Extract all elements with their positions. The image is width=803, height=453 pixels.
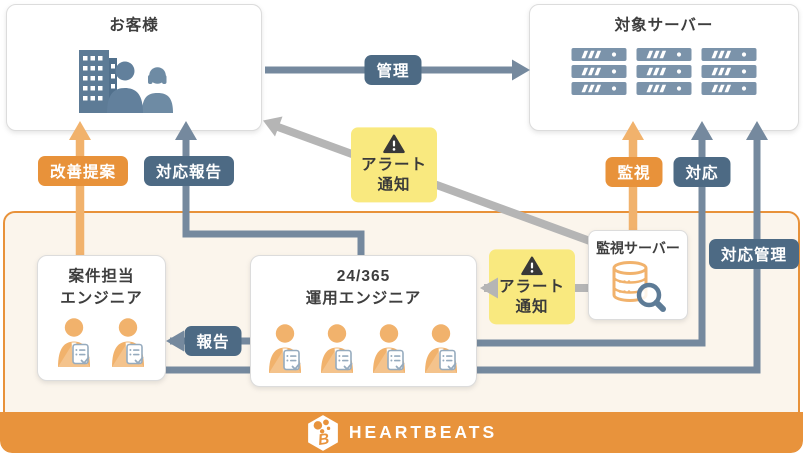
project-engineers-box: 案件担当 エンジニア: [37, 255, 166, 381]
magnifier-icon: [636, 282, 662, 308]
project-engineers-title-line1: 案件担当: [68, 268, 135, 285]
footer-bar: B HEARTBEATS: [0, 412, 803, 453]
engineer-person-icon: [268, 324, 301, 373]
response-report-label: 対応報告: [143, 156, 235, 186]
alert-note-to-customer: アラート 通知: [350, 127, 438, 203]
project-engineers-title-line2: エンジニア: [60, 289, 143, 307]
project-engineers-title: 案件担当 エンジニア: [38, 266, 165, 309]
male-person-silhouette: [107, 61, 143, 113]
alert-text-line1: アラート: [498, 278, 566, 296]
engineer-person-icon: [372, 324, 405, 373]
report-label: 報告: [184, 326, 242, 356]
alert-text-line1: アラート: [360, 156, 428, 174]
building-people-icon: [79, 50, 173, 113]
server-icon: [571, 65, 627, 78]
alert-to-customer-arrowhead: [263, 116, 283, 137]
monitoring-server-title: 監視サーバー: [596, 240, 680, 256]
checklist-icon: [71, 343, 89, 365]
alert-note-to-ops: アラート 通知: [488, 249, 576, 325]
customer-title: お客様: [109, 17, 159, 34]
monitoring-server-box: 監視サーバー: [588, 230, 688, 320]
brand-name: HEARTBEATS: [348, 422, 498, 442]
server-icon: [571, 48, 627, 61]
target-servers-title: 対象サーバー: [614, 17, 714, 34]
checklist-icon: [438, 349, 456, 371]
server-grid: [571, 48, 757, 95]
response-label: 対応: [673, 157, 731, 187]
server-icon: [636, 48, 692, 61]
ops-engineers-box: 24/365 運用エンジニア: [250, 255, 477, 387]
project-engineers-people: [55, 317, 149, 367]
alert-text-line2: 通知: [515, 298, 549, 316]
engineer-person-icon: [320, 324, 353, 373]
customer-box: お客様: [6, 4, 262, 131]
female-person-silhouette: [142, 67, 173, 113]
checklist-icon: [386, 349, 404, 371]
engineer-person-icon: [111, 318, 144, 367]
server-icon: [701, 65, 757, 78]
engineer-person-icon: [57, 318, 90, 367]
target-servers-box: 対象サーバー: [529, 4, 799, 131]
warning-icon: [383, 134, 405, 154]
server-icon: [636, 82, 692, 95]
monitoring-label: 監視: [605, 157, 663, 187]
database-search-icon: [612, 261, 666, 312]
warning-icon: [521, 256, 543, 276]
checklist-icon: [125, 343, 143, 365]
ops-engineers-people: [266, 323, 462, 373]
improvement-proposal-label: 改善提案: [37, 156, 129, 186]
checklist-icon: [334, 349, 352, 371]
server-icon: [571, 82, 627, 95]
ops-engineers-title-line1: 24/365: [336, 268, 391, 285]
manage-arrowhead: [512, 59, 530, 81]
server-icon: [636, 65, 692, 78]
ops-engineers-title: 24/365 運用エンジニア: [251, 266, 476, 309]
server-icon: [701, 82, 757, 95]
svg-text:B: B: [317, 430, 330, 448]
engineer-person-icon: [424, 324, 457, 373]
ops-engineers-title-line2: 運用エンジニア: [305, 289, 422, 307]
checklist-icon: [282, 349, 300, 371]
server-icon: [701, 48, 757, 61]
manage-label: 管理: [364, 55, 422, 85]
heartbeats-logo-icon: B: [307, 414, 338, 451]
response-management-label: 対応管理: [708, 239, 800, 269]
alert-text-line2: 通知: [377, 176, 411, 194]
